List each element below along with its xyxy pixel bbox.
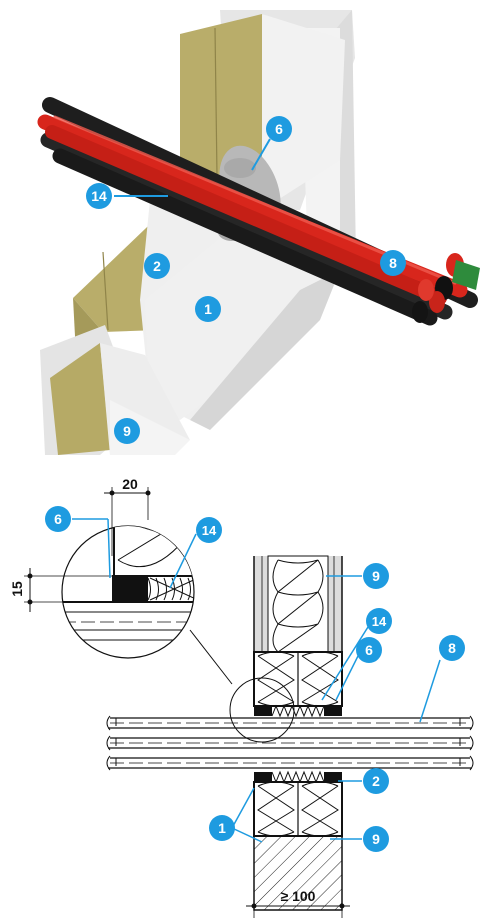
cable-end-red-b: [429, 291, 445, 313]
wall-lower-edge: [190, 270, 340, 430]
dim-label-15: 15: [9, 581, 25, 597]
upper-wall: [253, 555, 343, 657]
badge-9-render: 9: [114, 418, 140, 444]
dimension-15: [24, 568, 112, 612]
cable-red-2: [45, 125, 447, 305]
svg-text:6: 6: [54, 511, 62, 527]
badge-6-detail: 6: [45, 506, 71, 532]
cable-section: [106, 715, 474, 771]
dim-label-20: 20: [122, 476, 138, 492]
cable-green: [452, 260, 480, 290]
badge-8-render: 8: [380, 250, 406, 276]
svg-text:14: 14: [372, 614, 387, 629]
wool-seam-upper: [214, 27, 218, 177]
upper-seal-block: [253, 651, 343, 718]
dim-label-100: ≥ 100: [281, 888, 316, 904]
svg-text:8: 8: [389, 255, 397, 271]
svg-text:14: 14: [202, 523, 217, 538]
board-upper: [262, 14, 345, 210]
badge-14-detail: 14: [196, 517, 222, 543]
cable-end-black-b: [412, 301, 428, 323]
badge-1-section: 1: [209, 815, 235, 841]
render-3d: 14 6 2 8 1 9: [37, 10, 480, 455]
svg-text:9: 9: [123, 423, 131, 439]
cable-end-red-c: [418, 279, 434, 301]
badge-14-render: 14: [86, 183, 112, 209]
svg-text:14: 14: [91, 188, 107, 204]
svg-text:2: 2: [372, 773, 380, 789]
badge-14-section: 14: [366, 608, 392, 634]
svg-text:6: 6: [365, 642, 373, 658]
section-drawing: [24, 487, 474, 918]
svg-text:9: 9: [372, 831, 380, 847]
lower-wall: [253, 835, 343, 911]
badge-6-render: 6: [266, 116, 292, 142]
wool-bottom: [50, 343, 110, 455]
svg-text:9: 9: [372, 568, 380, 584]
cable-black-2: [40, 132, 453, 320]
svg-text:1: 1: [218, 820, 226, 836]
sealant-ring-top: [224, 158, 256, 178]
lower-seal-block: [253, 770, 343, 837]
svg-text:8: 8: [448, 640, 456, 656]
detail-zoom: [61, 525, 295, 743]
cable-black-3: [52, 148, 438, 326]
svg-text:2: 2: [153, 258, 161, 274]
svg-text:1: 1: [204, 301, 212, 317]
dimension-100: [246, 890, 350, 918]
section-leaders: [72, 518, 441, 843]
svg-text:6: 6: [275, 121, 283, 137]
badge-1-render: 1: [195, 296, 221, 322]
badge-2-section: 2: [363, 768, 389, 794]
badge-9-lower: 9: [363, 826, 389, 852]
dimension-20: [104, 487, 151, 556]
badge-2-render: 2: [144, 253, 170, 279]
wool-seam-lower: [102, 251, 109, 331]
leader-6-render: [251, 138, 271, 171]
badge-9-upper: 9: [363, 563, 389, 589]
badge-6-section: 6: [356, 637, 382, 663]
wall-lower: [145, 230, 330, 420]
badge-8-section: 8: [439, 635, 465, 661]
